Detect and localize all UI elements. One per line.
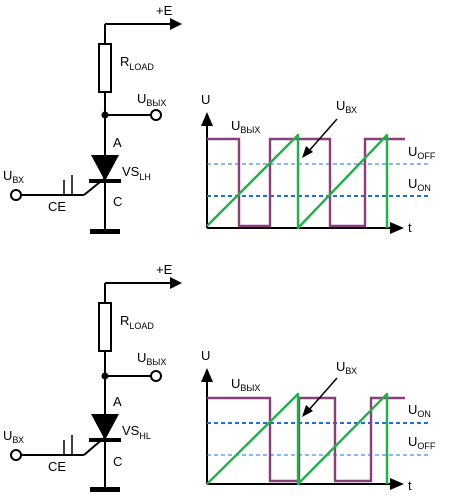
cathode-label: C bbox=[113, 454, 122, 469]
y-axis-label: U bbox=[201, 348, 210, 363]
input-terminal bbox=[10, 189, 22, 201]
x-axis-arrow-icon bbox=[390, 478, 404, 490]
gate-label: CE bbox=[48, 459, 66, 474]
input-wave-label: UВХ bbox=[336, 359, 357, 376]
output-waveform bbox=[207, 137, 405, 228]
y-axis-arrow-icon bbox=[201, 368, 213, 382]
lower-threshold-label: UOFF bbox=[408, 434, 436, 451]
upper-threshold-label: UOFF bbox=[408, 144, 436, 161]
device-label: VSHL bbox=[122, 423, 151, 441]
y-axis-label: U bbox=[201, 92, 210, 107]
input-label: UВХ bbox=[3, 168, 24, 185]
input-waveform bbox=[206, 392, 389, 486]
circuit-bottom: +E RLOAD UВЫХ A VSHL C UВХ CE bbox=[3, 262, 182, 492]
anode-label: A bbox=[113, 394, 122, 409]
circuit-wires bbox=[22, 282, 172, 488]
graph-bottom: U t UВЫХ UВХ UON UOFF bbox=[201, 348, 436, 493]
input-label: UВХ bbox=[3, 428, 24, 445]
x-axis-arrow-icon bbox=[390, 222, 404, 234]
anode-label: A bbox=[113, 135, 122, 150]
output-node-dot bbox=[101, 111, 109, 119]
input-wave-pointer bbox=[307, 377, 338, 412]
graph-top: U t UВЫХ UВХ UOFF UON bbox=[201, 92, 436, 235]
supply-label: +E bbox=[156, 262, 173, 277]
circuit-top: +E RLOAD UВЫХ A VSLH C UВХ CE bbox=[3, 3, 182, 234]
resistor-label: RLOAD bbox=[120, 313, 154, 331]
output-node-dot bbox=[101, 372, 109, 380]
output-terminal bbox=[150, 370, 162, 382]
output-label: UВЫХ bbox=[137, 350, 166, 367]
x-axis-label: t bbox=[408, 478, 412, 493]
gate-label: CE bbox=[48, 199, 66, 214]
output-terminal bbox=[150, 109, 162, 121]
resistor-label: RLOAD bbox=[120, 54, 154, 72]
cathode-label: C bbox=[113, 194, 122, 209]
circuit-wires bbox=[22, 23, 172, 230]
thyristor-triangle bbox=[91, 155, 119, 181]
load-resistor bbox=[98, 43, 112, 93]
input-waveform bbox=[206, 133, 389, 230]
supply-arrow-icon bbox=[170, 277, 182, 289]
output-wave-label: UВЫХ bbox=[231, 376, 260, 393]
thyristor-cathode-bar bbox=[89, 179, 121, 183]
thyristor-cathode-bar bbox=[89, 438, 121, 442]
input-wave-pointer-arrow-icon bbox=[302, 146, 313, 158]
input-wave-pointer bbox=[307, 118, 338, 153]
x-axis-label: t bbox=[408, 220, 412, 235]
input-wave-pointer-arrow-icon bbox=[302, 405, 313, 417]
input-wave-label: UВХ bbox=[336, 98, 357, 115]
output-label: UВЫХ bbox=[137, 91, 166, 108]
output-waveform bbox=[207, 396, 405, 483]
input-terminal bbox=[10, 449, 22, 461]
lower-threshold-label: UON bbox=[408, 176, 431, 193]
output-wave-label: UВЫХ bbox=[231, 118, 260, 135]
supply-arrow-icon bbox=[170, 18, 182, 30]
upper-threshold-label: UON bbox=[408, 402, 431, 419]
y-axis-arrow-icon bbox=[201, 112, 213, 126]
ground-bar bbox=[90, 229, 120, 234]
supply-label: +E bbox=[156, 3, 173, 18]
ground-bar bbox=[90, 487, 120, 492]
thyristor-triangle bbox=[91, 414, 119, 440]
device-label: VSLH bbox=[122, 164, 151, 182]
load-resistor bbox=[98, 302, 112, 352]
